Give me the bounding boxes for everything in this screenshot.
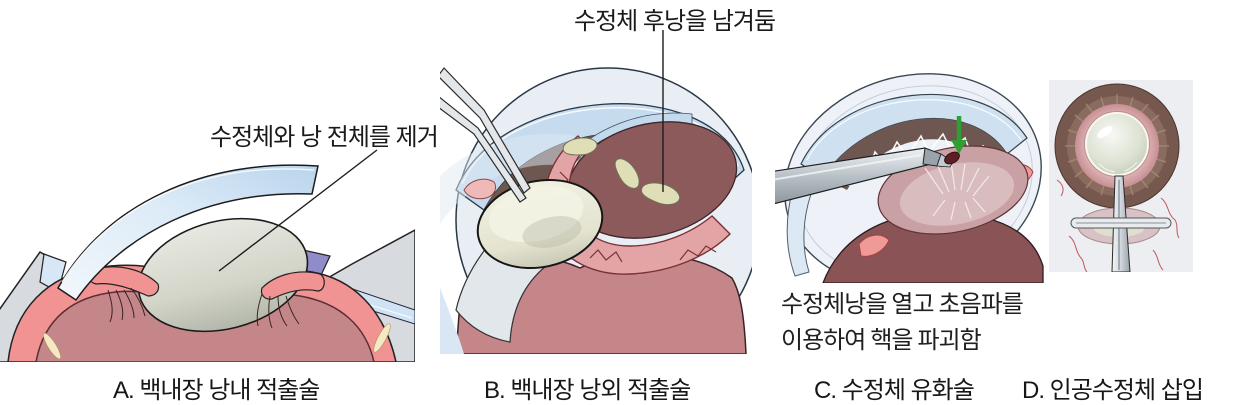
ciliary-curl: [463, 178, 497, 200]
zonules: [107, 287, 300, 329]
cream-sliver-left: [43, 332, 61, 360]
vessels: [1056, 179, 1180, 272]
sclera-stub: [786, 187, 812, 277]
caption-panel-d: D. 인공수정체 삽입: [1022, 377, 1204, 404]
forceps-icon: [440, 67, 531, 203]
caption-panel-c: C. 수정체 유화술: [814, 377, 975, 404]
phaco-probe-icon: [775, 147, 954, 205]
iris-hook-right: [260, 271, 325, 300]
caption-panel-a: A. 백내장 낭내 적출술: [113, 377, 320, 404]
lens-nucleus: [476, 178, 604, 270]
green-arrow-icon: [951, 116, 967, 154]
nucleus-fragment: [944, 151, 960, 165]
annotation-posterior-capsule-left: 수정체 후낭을 남겨둠: [574, 8, 776, 35]
panel-d-illustration: [1049, 80, 1193, 272]
panel-c-illustration: [775, 73, 1044, 283]
cream-sliver-right: [373, 323, 391, 353]
note-phaco-line2: 이용하여 핵을 파괴함: [781, 328, 982, 354]
ciliary-fringe-left: [858, 234, 890, 257]
corner-blue: [440, 288, 464, 354]
panel-b-illustration: [440, 67, 752, 354]
lens-fragments: [562, 137, 681, 206]
iol-injector-icon: [1070, 175, 1172, 272]
intraocular-lens: [1084, 111, 1150, 177]
annotation-remove-lens-and-capsule: 수정체와 낭 전체를 제거: [210, 124, 439, 151]
note-phaco-line1: 수정체낭을 열고 초음파를: [781, 292, 1024, 318]
caption-panel-b: B. 백내장 낭외 적출술: [484, 377, 691, 404]
